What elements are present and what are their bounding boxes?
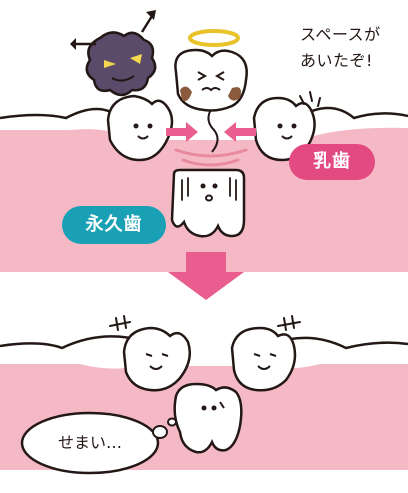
bottom-left-tooth (109, 315, 191, 392)
left-neighbor-tooth (106, 94, 174, 162)
cramped-permanent-tooth (173, 382, 243, 454)
bottom-right-edge-tooth (271, 336, 408, 350)
baby-tooth-label: 乳歯 (289, 144, 375, 180)
shake-lines (299, 91, 321, 107)
gap-glow (174, 148, 248, 167)
bottom-right-tooth (230, 315, 301, 392)
permanent-tooth (170, 168, 246, 238)
angel-baby-tooth (174, 29, 248, 112)
right-edge-tooth (297, 106, 408, 120)
down-arrow (168, 252, 244, 300)
left-edge-tooth (0, 107, 121, 120)
thought-bubble (20, 411, 177, 475)
speech-bubble-text: スペースが あいたぞ! (300, 25, 381, 70)
bottom-left-edge-tooth (0, 335, 141, 350)
permanent-tooth-label: 永久歯 (62, 206, 166, 244)
squeeze-arrows (166, 122, 256, 142)
root-trail (207, 107, 219, 153)
thought-bubble-text: せまい… (57, 433, 122, 452)
germ-character (70, 10, 157, 97)
